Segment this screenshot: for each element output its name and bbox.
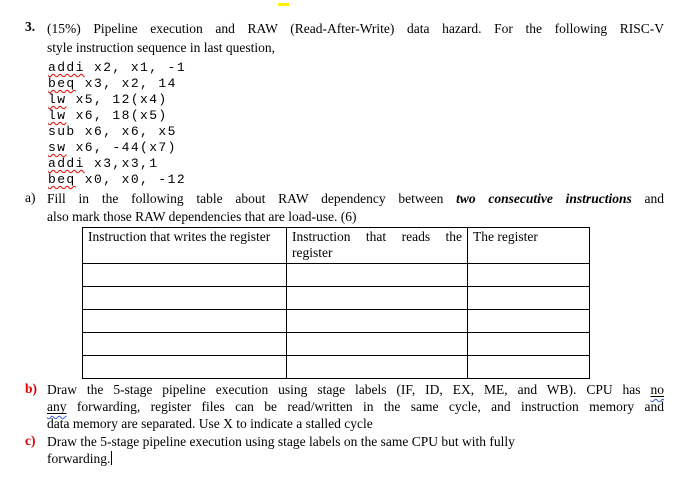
code-mnemonic: beq [48, 76, 76, 91]
code-operands: x3, x2, 14 [75, 76, 177, 91]
table-header-reads-register: Instruction that reads the register [286, 227, 468, 264]
table-header-row: Instruction that writes the register Ins… [82, 227, 590, 264]
code-mnemonic: lw [48, 108, 67, 123]
table-cell[interactable] [82, 286, 287, 310]
raw-dependency-table: Instruction that writes the register Ins… [82, 227, 590, 379]
table-cell[interactable] [467, 309, 590, 333]
underlined-no: no [650, 382, 665, 397]
code-mnemonic: sub [48, 124, 76, 139]
table-cell[interactable] [82, 263, 287, 287]
table-cell[interactable] [82, 355, 287, 379]
code-operands: x6, x6, x5 [75, 124, 177, 139]
table-cell[interactable] [286, 309, 468, 333]
code-operands: x6, 18(x5) [66, 108, 168, 123]
code-line: lw x6, 18(x5) [48, 108, 665, 124]
part-b-text1: Draw the 5-stage pipeline execution usin… [47, 382, 641, 397]
underlined-any: any [47, 399, 67, 414]
table-empty-row [82, 355, 590, 379]
part-a: a) Fill in the following table about RAW… [25, 190, 664, 226]
code-mnemonic: addi [48, 60, 85, 75]
grammar-underline-no: no [651, 382, 665, 397]
table-empty-row [82, 309, 590, 333]
code-mnemonic: lw [48, 92, 67, 107]
table-cell[interactable] [467, 332, 590, 356]
code-line: sw x6, -44(x7) [48, 140, 665, 156]
code-mnemonic: sw [48, 140, 67, 155]
code-operands: x5, 12(x4) [66, 92, 168, 107]
table-header-writes-register: Instruction that writes the register [82, 227, 287, 264]
table-cell[interactable] [286, 355, 468, 379]
code-mnemonic: beq [48, 172, 76, 187]
code-mnemonic: addi [48, 156, 85, 171]
table-cell[interactable] [467, 286, 590, 310]
code-line: lw x5, 12(x4) [48, 92, 665, 108]
part-a-text-before: Fill in the following table about RAW de… [47, 191, 444, 206]
code-line: addi x2, x1, -1 [48, 60, 665, 76]
table-header-the-register: The register [467, 227, 590, 264]
part-a-text-after: and [644, 191, 665, 206]
part-c-text: forwarding. [47, 451, 111, 466]
part-c-line1: Draw the 5-stage pipeline execution usin… [47, 434, 515, 449]
question-3: 3. (15%) Pipeline execution and RAW (Rea… [25, 19, 664, 57]
code-line: beq x3, x2, 14 [48, 76, 665, 92]
table-cell[interactable] [82, 309, 287, 333]
table-cell[interactable] [82, 332, 287, 356]
code-operands: x2, x1, -1 [84, 60, 187, 75]
question-text-line1: (15%) Pipeline execution and RAW (Read-A… [47, 21, 664, 36]
part-a-label: a) [25, 190, 36, 205]
code-line: addi x3,x3,1 [48, 156, 665, 172]
part-c-label: c) [25, 433, 36, 448]
question-text-line2: style instruction sequence in last quest… [47, 40, 275, 55]
part-a-line1: Fill in the following table about RAW de… [47, 190, 664, 208]
table-cell[interactable] [467, 263, 590, 287]
part-b-line2: any forwarding, register files can be re… [47, 398, 664, 415]
table-cell[interactable] [286, 332, 468, 356]
table-empty-row [82, 286, 590, 310]
table-empty-row [82, 332, 590, 356]
highlight-mark [278, 3, 289, 6]
code-operands: x6, -44(x7) [66, 140, 177, 155]
part-c-line2: forwarding. [47, 450, 664, 467]
grammar-underline-any: any [47, 399, 67, 414]
text-cursor [111, 451, 113, 465]
part-b-line1: Draw the 5-stage pipeline execution usin… [47, 381, 664, 398]
part-a-emphasis: two consecutive instructions [456, 191, 632, 206]
table-cell[interactable] [286, 263, 468, 287]
code-line: sub x6, x6, x5 [48, 124, 665, 140]
part-b-label: b) [25, 381, 38, 396]
table-cell[interactable] [467, 355, 590, 379]
code-line: beq x0, x0, -12 [48, 172, 665, 188]
code-operands: x3,x3,1 [84, 156, 159, 171]
part-b-text2: forwarding, register files can be read/w… [76, 399, 664, 414]
part-b-line3: data memory are separated. Use X to indi… [47, 416, 373, 431]
table-empty-row [82, 263, 590, 287]
part-a-line2: also mark those RAW dependencies that ar… [47, 209, 357, 224]
code-operands: x0, x0, -12 [75, 172, 187, 187]
part-c: c) Draw the 5-stage pipeline execution u… [25, 433, 664, 467]
table-cell[interactable] [286, 286, 468, 310]
part-b: b) Draw the 5-stage pipeline execution u… [25, 381, 664, 432]
question-number: 3. [25, 19, 36, 34]
